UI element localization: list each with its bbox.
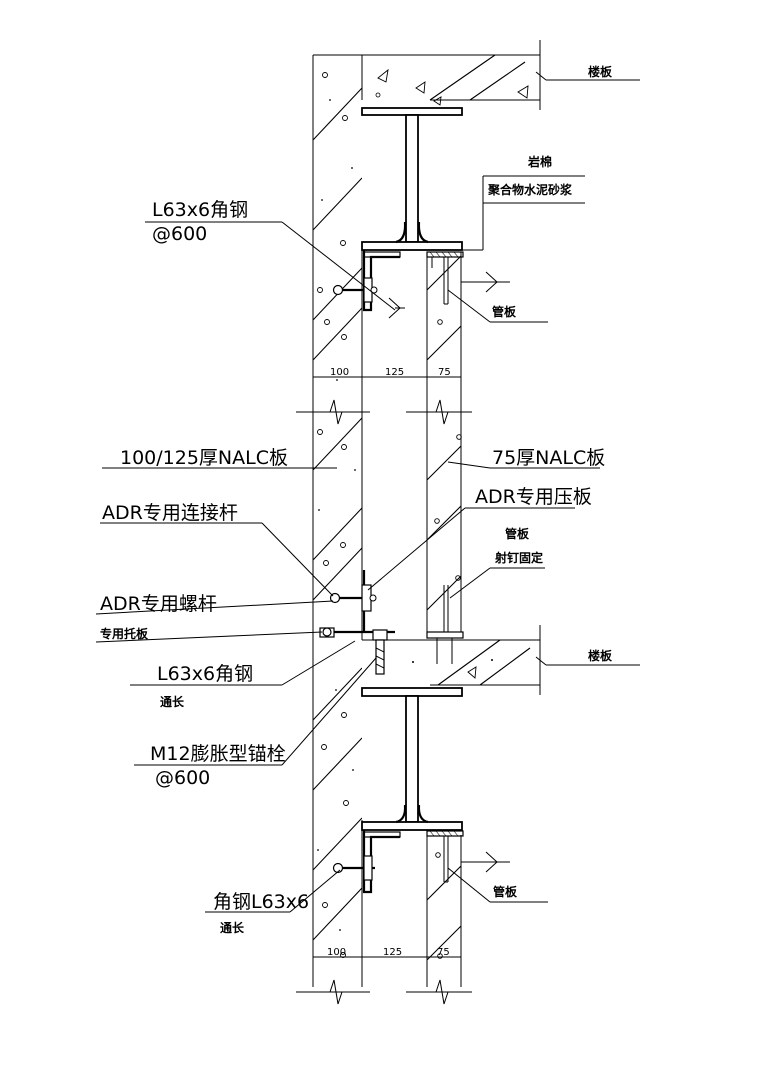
tray-plate-label: 专用托板 xyxy=(100,626,149,641)
top-angle-connection xyxy=(332,250,464,312)
adr-rod-label: ADR专用连接杆 xyxy=(102,502,238,524)
mid-adr-connection xyxy=(319,570,464,675)
rock-wool-label: 岩棉 xyxy=(527,154,552,169)
angle-top-label: L63x6角钢 xyxy=(152,199,248,221)
dim-125-bottom: 125 xyxy=(383,947,402,958)
outer-nalc-label: 100/125厚NALC板 xyxy=(120,447,288,469)
leader-lines xyxy=(95,175,600,913)
pipe-board-mid-label: 管板 xyxy=(505,526,530,541)
inner-panel-speckle xyxy=(434,319,462,959)
angle-bottom-length: 通长 xyxy=(220,920,245,935)
outer-nalc-panel xyxy=(312,55,363,987)
nail-fix-label: 射钉固定 xyxy=(494,550,543,565)
angle-bottom-label: 角钢L63x6 xyxy=(213,891,309,913)
anchor-label: M12膨胀型锚栓 xyxy=(150,743,286,765)
adr-press-plate-label: ADR专用压板 xyxy=(475,486,592,508)
angle-mid-length: 通长 xyxy=(160,694,185,709)
inner-nalc-label: 75厚NALC板 xyxy=(492,447,605,469)
break-lines xyxy=(296,399,472,1005)
inner-nalc-panel xyxy=(426,252,462,987)
angle-mid-label: L63x6角钢 xyxy=(157,663,253,685)
level-markers xyxy=(388,271,510,873)
upper-floor-slab xyxy=(313,40,640,110)
pipe-board-bottom-label: 管板 xyxy=(493,884,518,899)
dim-100-bottom: 100 xyxy=(327,947,346,958)
upper-steel-beam xyxy=(361,107,463,251)
floor-label-mid: 楼板 xyxy=(588,648,613,663)
dim-125-top: 125 xyxy=(385,367,404,378)
dim-100-top: 100 xyxy=(330,367,349,378)
angle-top-spacing: @600 xyxy=(152,223,207,245)
outer-panel-hatch xyxy=(313,87,362,941)
bottom-angle-connection xyxy=(332,830,464,894)
polymer-mortar-label: 聚合物水泥砂浆 xyxy=(487,182,573,197)
lower-steel-beam xyxy=(361,687,463,831)
adr-screw-label: ADR专用螺杆 xyxy=(100,593,217,615)
pipe-board-top-label: 管板 xyxy=(492,304,517,319)
outer-panel-speckle xyxy=(317,72,349,958)
outer-panel-dots xyxy=(317,99,356,931)
mid-floor-slab xyxy=(362,625,640,695)
floor-label-top: 楼板 xyxy=(588,64,613,79)
anchor-spacing: @600 xyxy=(155,767,210,789)
dim-75-bottom: 75 xyxy=(437,947,450,958)
dimension-lines xyxy=(313,376,461,958)
dim-75-top: 75 xyxy=(438,367,451,378)
